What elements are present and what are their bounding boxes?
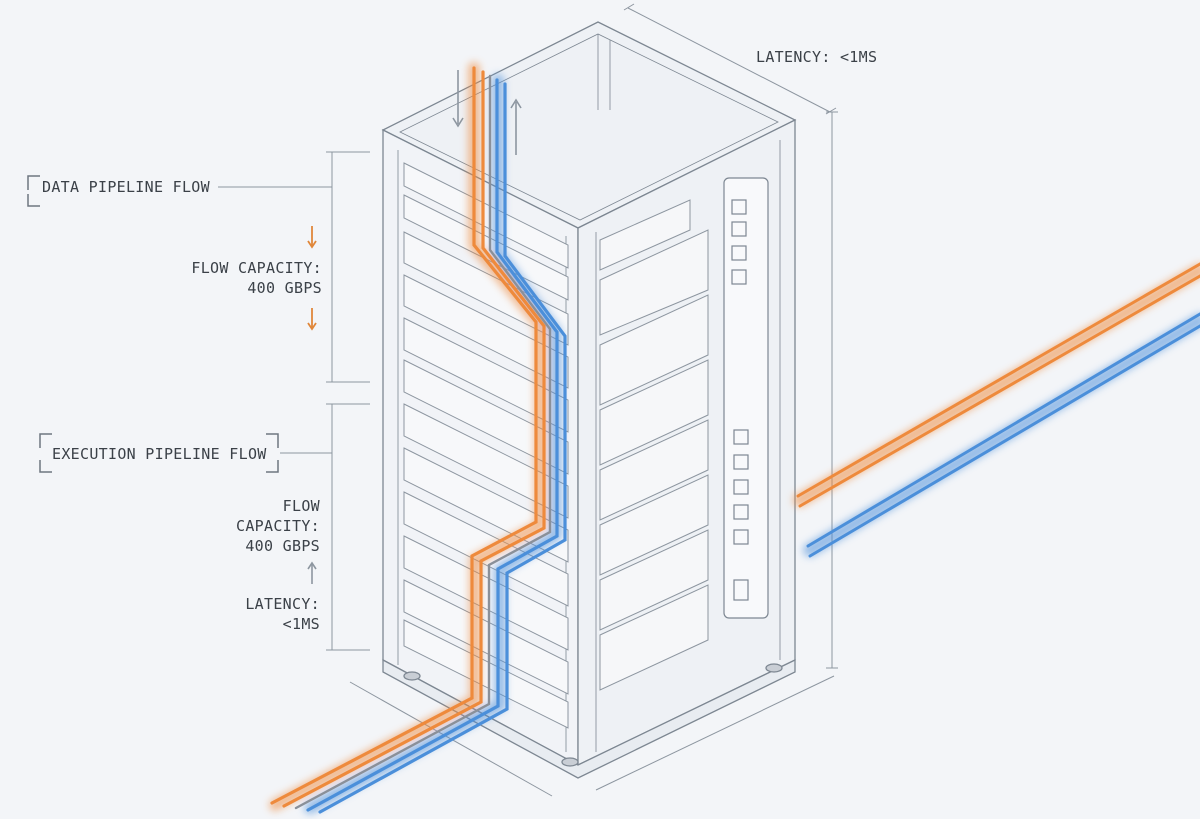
exec-latency-line2: <1MS (282, 615, 320, 633)
dimension-lines (218, 3, 838, 797)
pdu-power-strip (723, 177, 769, 619)
exec-flow-capacity-line2: CAPACITY: (236, 517, 320, 535)
latency-top-label: LATENCY: <1MS (756, 48, 878, 66)
execution-pipeline-flow-label: EXECUTION PIPELINE FLOW (52, 445, 267, 463)
data-flow-capacity-line1: FLOW CAPACITY: (191, 259, 322, 277)
arrow-down-icon (452, 70, 464, 128)
exec-latency-line1: LATENCY: (245, 595, 320, 613)
data-pipeline-flow-label: DATA PIPELINE FLOW (42, 178, 210, 196)
exec-flow-capacity-line1: FLOW (282, 497, 320, 515)
side-equipment (599, 199, 709, 691)
corner-bracket-icon (27, 175, 279, 473)
pipeline-cables (269, 62, 1200, 814)
exec-flow-capacity-line3: 400 GBPS (245, 537, 320, 555)
data-flow-capacity-line2: 400 GBPS (247, 279, 322, 297)
arrow-down-icon (307, 226, 317, 331)
arrow-up-icon (307, 98, 522, 584)
